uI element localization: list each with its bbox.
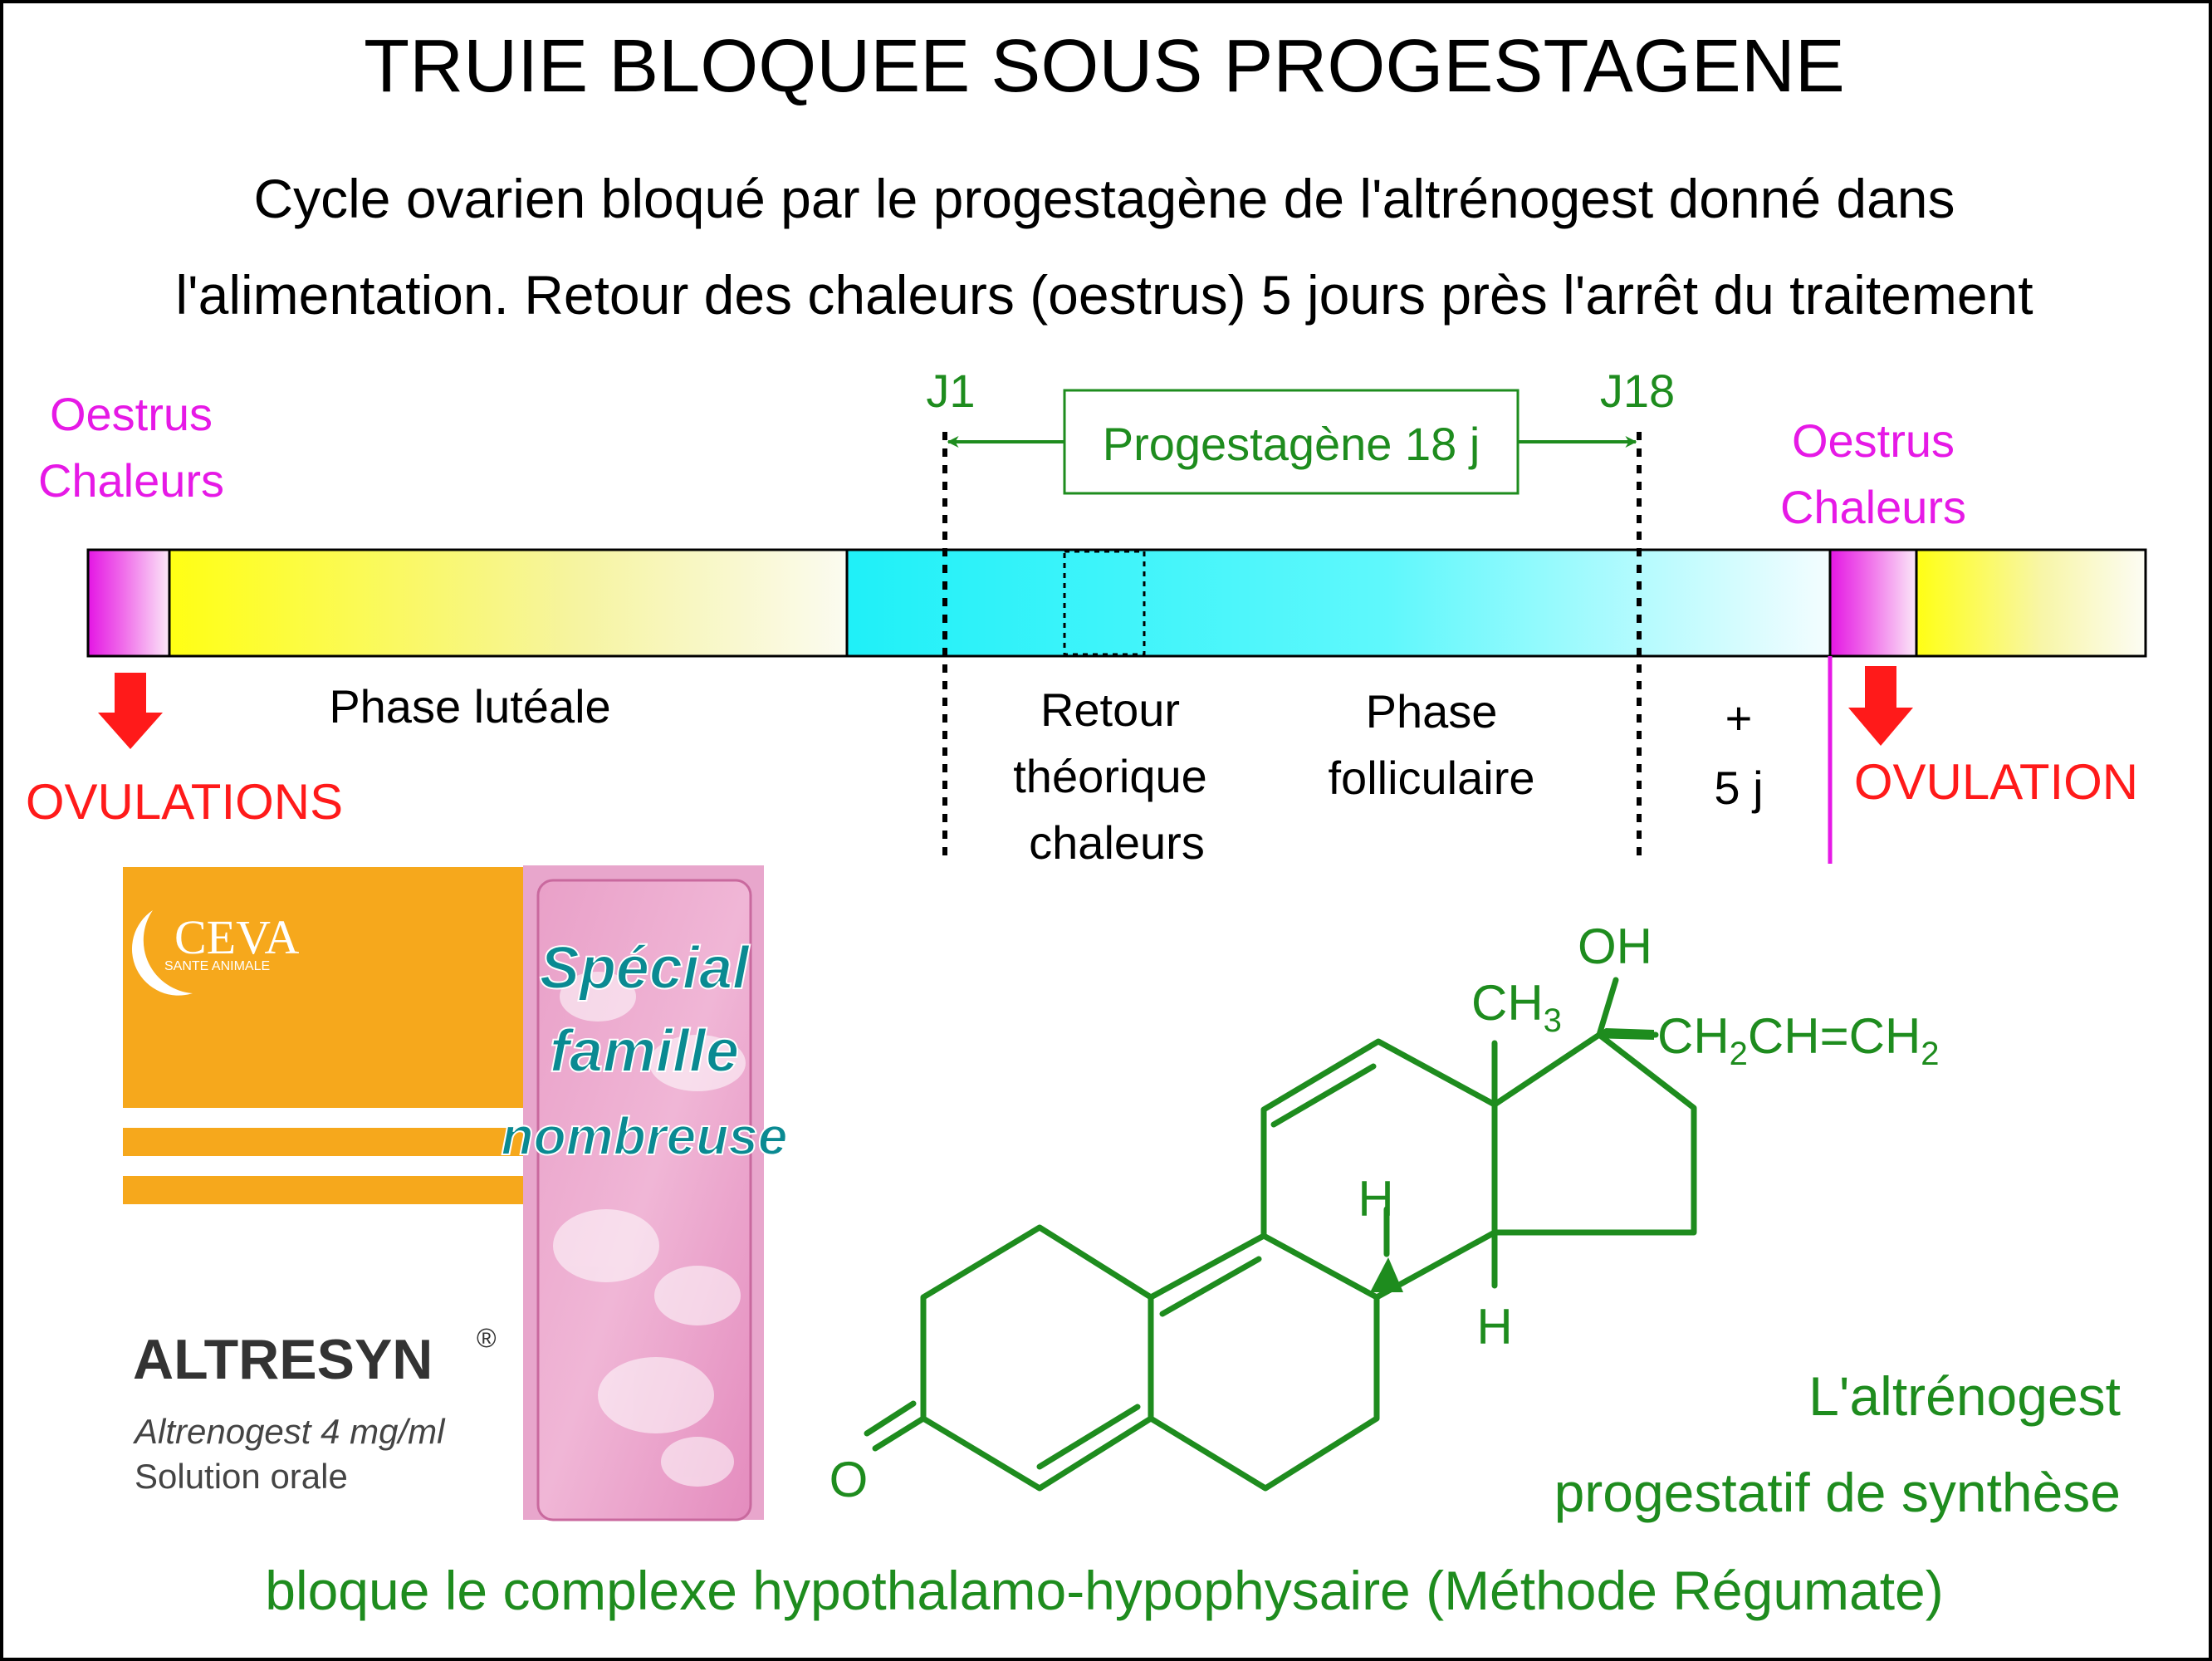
oestrus-left-segment	[86, 548, 171, 658]
package-stripe-3	[123, 1176, 525, 1204]
wedge-bond-h	[1370, 1257, 1403, 1292]
hydrogen-top-label: H	[1358, 1171, 1393, 1227]
follicular-phase-segment	[845, 548, 1832, 658]
plus-label: +	[1725, 692, 1753, 744]
package-stripe-2	[123, 1128, 525, 1156]
product-dose: Altrenogest 4 mg/ml	[132, 1412, 446, 1451]
oestrus-right-label: Oestrus	[1792, 414, 1955, 467]
luteal-phase-segment	[168, 548, 849, 658]
retour-label: Retour	[1040, 684, 1180, 736]
chaleurs-label: chaleurs	[1029, 816, 1205, 869]
hydrogen-bottom-label: H	[1476, 1299, 1512, 1355]
brand-logo: CEVA	[174, 910, 300, 964]
theorique-label: théorique	[1013, 750, 1207, 802]
product-package: CEVA SANTE ANIMALE ALTRESYN ® Altrenoges…	[121, 865, 788, 1521]
oestrus-right-segment	[1828, 548, 1918, 658]
ovulation-right-label: OVULATION	[1854, 754, 2138, 810]
brand-subtitle: SANTE ANIMALE	[164, 959, 270, 973]
altrenogest-structure	[864, 977, 1697, 1492]
phase-label: Phase	[1366, 685, 1498, 737]
progestagen-box	[1063, 389, 1520, 495]
ovulations-left-label: OVULATIONS	[26, 774, 343, 830]
registered-mark: ®	[477, 1323, 497, 1353]
caption-line-3: bloque le complexe hypothalamo-hypophysa…	[265, 1560, 1944, 1621]
special-line-1: Spécial	[540, 935, 751, 1002]
j1-label: J1	[926, 365, 975, 417]
luteal-phase-label: Phase lutéale	[329, 680, 610, 733]
five-days-label: 5 j	[1714, 762, 1763, 814]
side-chain-label: CH2CH=CH2	[1657, 1008, 1940, 1072]
page-title: TRUIE BLOQUEE SOUS PROGESTAGENE	[364, 25, 1845, 108]
ovulation-right-arrow-icon	[1848, 666, 1913, 746]
hydroxyl-label: OH	[1578, 919, 1652, 974]
oxygen-label: O	[830, 1452, 869, 1507]
caption-line-2: progestatif de synthèse	[1554, 1462, 2121, 1523]
folliculaire-label: folliculaire	[1329, 752, 1535, 804]
methyl-label: CH3	[1471, 975, 1562, 1039]
piglet-silhouettes	[553, 972, 746, 1487]
timeline-bar	[86, 548, 2147, 658]
subtitle-line-1: Cycle ovarien bloqué par le progestagène…	[253, 168, 1955, 229]
product-name: ALTRESYN	[133, 1328, 433, 1391]
special-line-2: famille	[550, 1018, 739, 1085]
ovulation-left-arrow-icon	[98, 673, 163, 749]
oestrus-left-label: Oestrus	[50, 388, 213, 440]
package-stripe-1	[123, 1080, 525, 1108]
chaleurs-left-label: Chaleurs	[38, 454, 224, 507]
wedge-bond-side-chain	[1589, 1028, 1654, 1040]
j18-label: J18	[1600, 365, 1675, 417]
theoretical-return-box	[1063, 550, 1146, 656]
luteal-phase-right-segment	[1915, 548, 2147, 658]
package-orange-band	[123, 867, 525, 1081]
progestagen-label: Progestagène 18 j	[1103, 418, 1480, 470]
product-form: Solution orale	[135, 1457, 348, 1496]
special-line-3: nombreuse	[502, 1106, 788, 1166]
ceva-moon-icon	[131, 910, 193, 996]
subtitle-line-2: l'alimentation. Retour des chaleurs (oes…	[175, 264, 2033, 326]
caption-line-1: L'altrénogest	[1808, 1365, 2121, 1427]
chaleurs-right-label: Chaleurs	[1780, 481, 1966, 533]
